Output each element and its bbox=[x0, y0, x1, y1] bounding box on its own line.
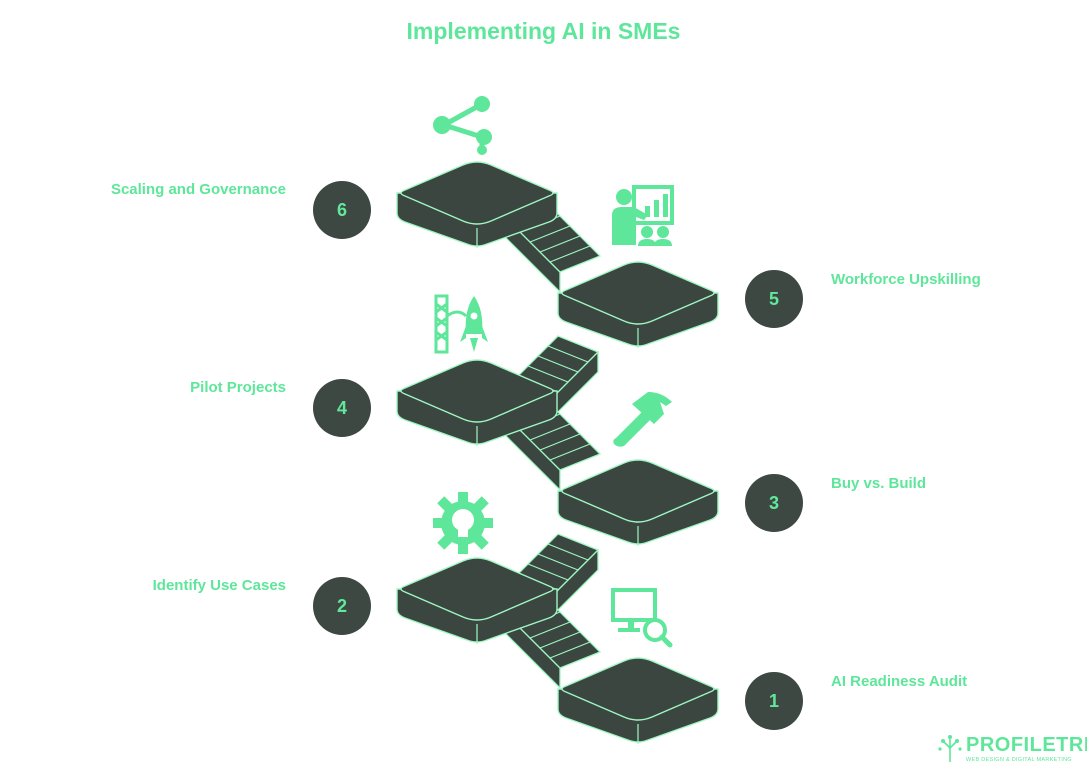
monitor-search-icon bbox=[611, 588, 673, 648]
platform-5 bbox=[557, 261, 719, 349]
step-2-badge: 2 bbox=[313, 577, 371, 635]
step-4-badge: 4 bbox=[313, 379, 371, 437]
step-3-label: Buy vs. Build bbox=[831, 475, 927, 492]
logo-tagline: WEB DESIGN & DIGITAL MARKETING bbox=[966, 757, 1072, 763]
share-network-icon bbox=[433, 96, 492, 155]
trainer-presentation-icon bbox=[612, 185, 674, 246]
step-2-label: Identify Use Cases bbox=[152, 577, 286, 594]
gear-lightbulb-icon bbox=[433, 492, 493, 554]
logo-name: PROFILETREE bbox=[966, 734, 1087, 756]
step-5-badge: 5 bbox=[745, 270, 803, 328]
platform-3 bbox=[557, 459, 719, 547]
step-5-label: Workforce Upskilling bbox=[831, 271, 981, 288]
step-1-badge: 1 bbox=[745, 672, 803, 730]
hammer-icon bbox=[613, 392, 672, 447]
diagram-title: Implementing AI in SMEs bbox=[406, 18, 681, 44]
step-3-badge: 3 bbox=[745, 474, 803, 532]
step-6-badge: 6 bbox=[313, 181, 371, 239]
profiletree-logo-icon bbox=[938, 735, 962, 762]
step-4-label: Pilot Projects bbox=[190, 379, 286, 396]
platform-1 bbox=[557, 657, 719, 745]
step-1-label: AI Readiness Audit bbox=[831, 673, 968, 690]
rocket-launch-icon bbox=[434, 294, 488, 354]
step-6-label: Scaling and Governance bbox=[110, 181, 286, 198]
